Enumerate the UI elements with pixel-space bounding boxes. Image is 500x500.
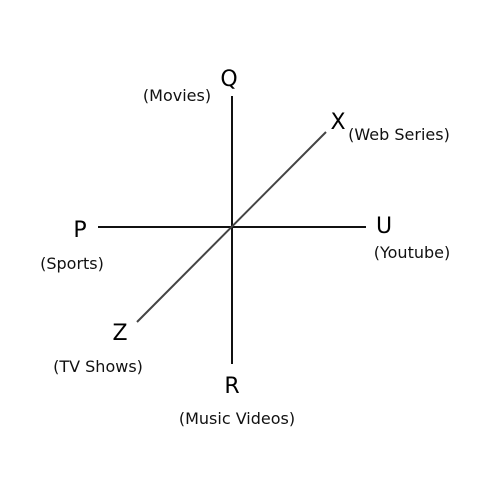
node-z-desc: (TV Shows) [53, 357, 143, 376]
node-r-desc: (Music Videos) [179, 409, 295, 428]
node-u-desc: (Youtube) [374, 243, 450, 262]
node-x-desc: (Web Series) [348, 125, 450, 144]
node-r-letter: R [224, 374, 239, 399]
diagonal-axis-line [136, 131, 327, 323]
node-q-letter: Q [220, 67, 237, 92]
node-p-letter: P [73, 218, 86, 243]
node-x-letter: X [330, 110, 345, 135]
node-z-letter: Z [112, 321, 127, 346]
node-q-desc: (Movies) [143, 86, 211, 105]
node-u-letter: U [376, 214, 392, 239]
node-p-desc: (Sports) [40, 254, 104, 273]
